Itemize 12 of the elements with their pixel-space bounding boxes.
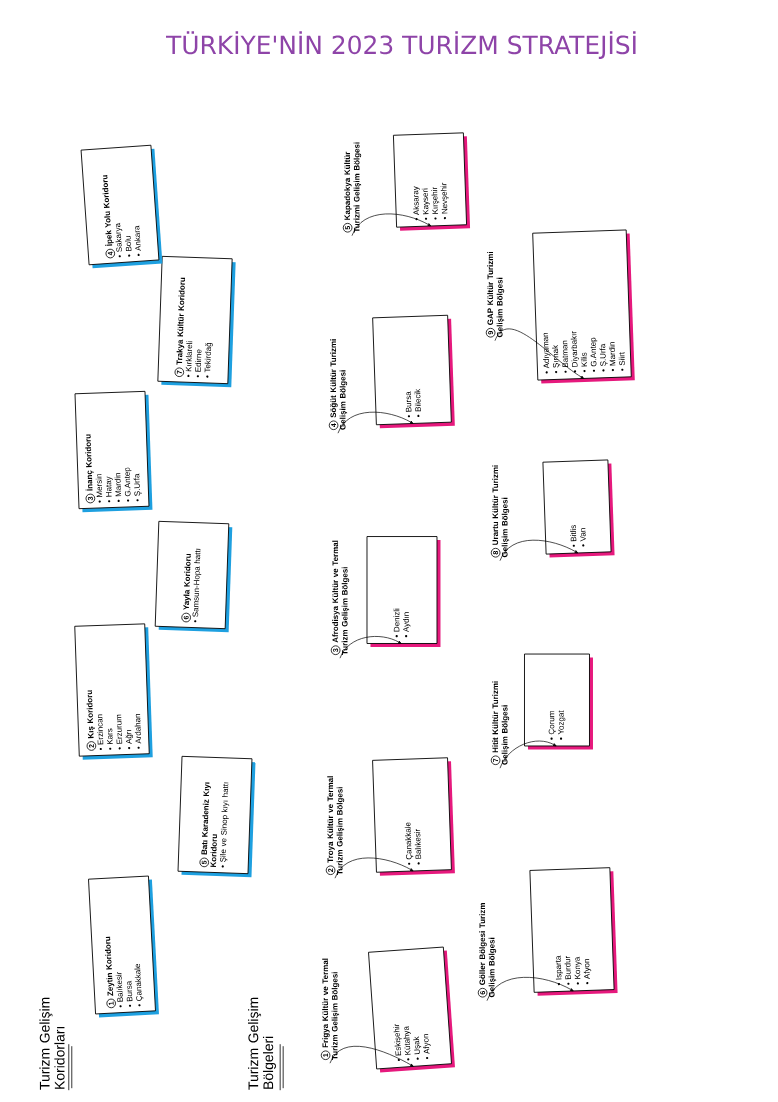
curved-arrow (334, 857, 414, 879)
curved-arrow (499, 539, 579, 562)
curved-arrow (329, 1045, 414, 1067)
curved-arrow (486, 977, 574, 1002)
curved-arrow (337, 411, 414, 434)
title: TÜRKİYE'NİN 2023 TURİZM STRATEJİSİ (166, 31, 636, 59)
curved-arrow (339, 636, 402, 659)
section-heading: Turizm Gelişim Koridorları (39, 997, 73, 1091)
curved-arrow (499, 740, 557, 769)
section-heading: Turizm Gelişim Bölgeleri (248, 997, 284, 1091)
curved-arrow (351, 213, 432, 237)
curved-arrow (494, 328, 585, 379)
